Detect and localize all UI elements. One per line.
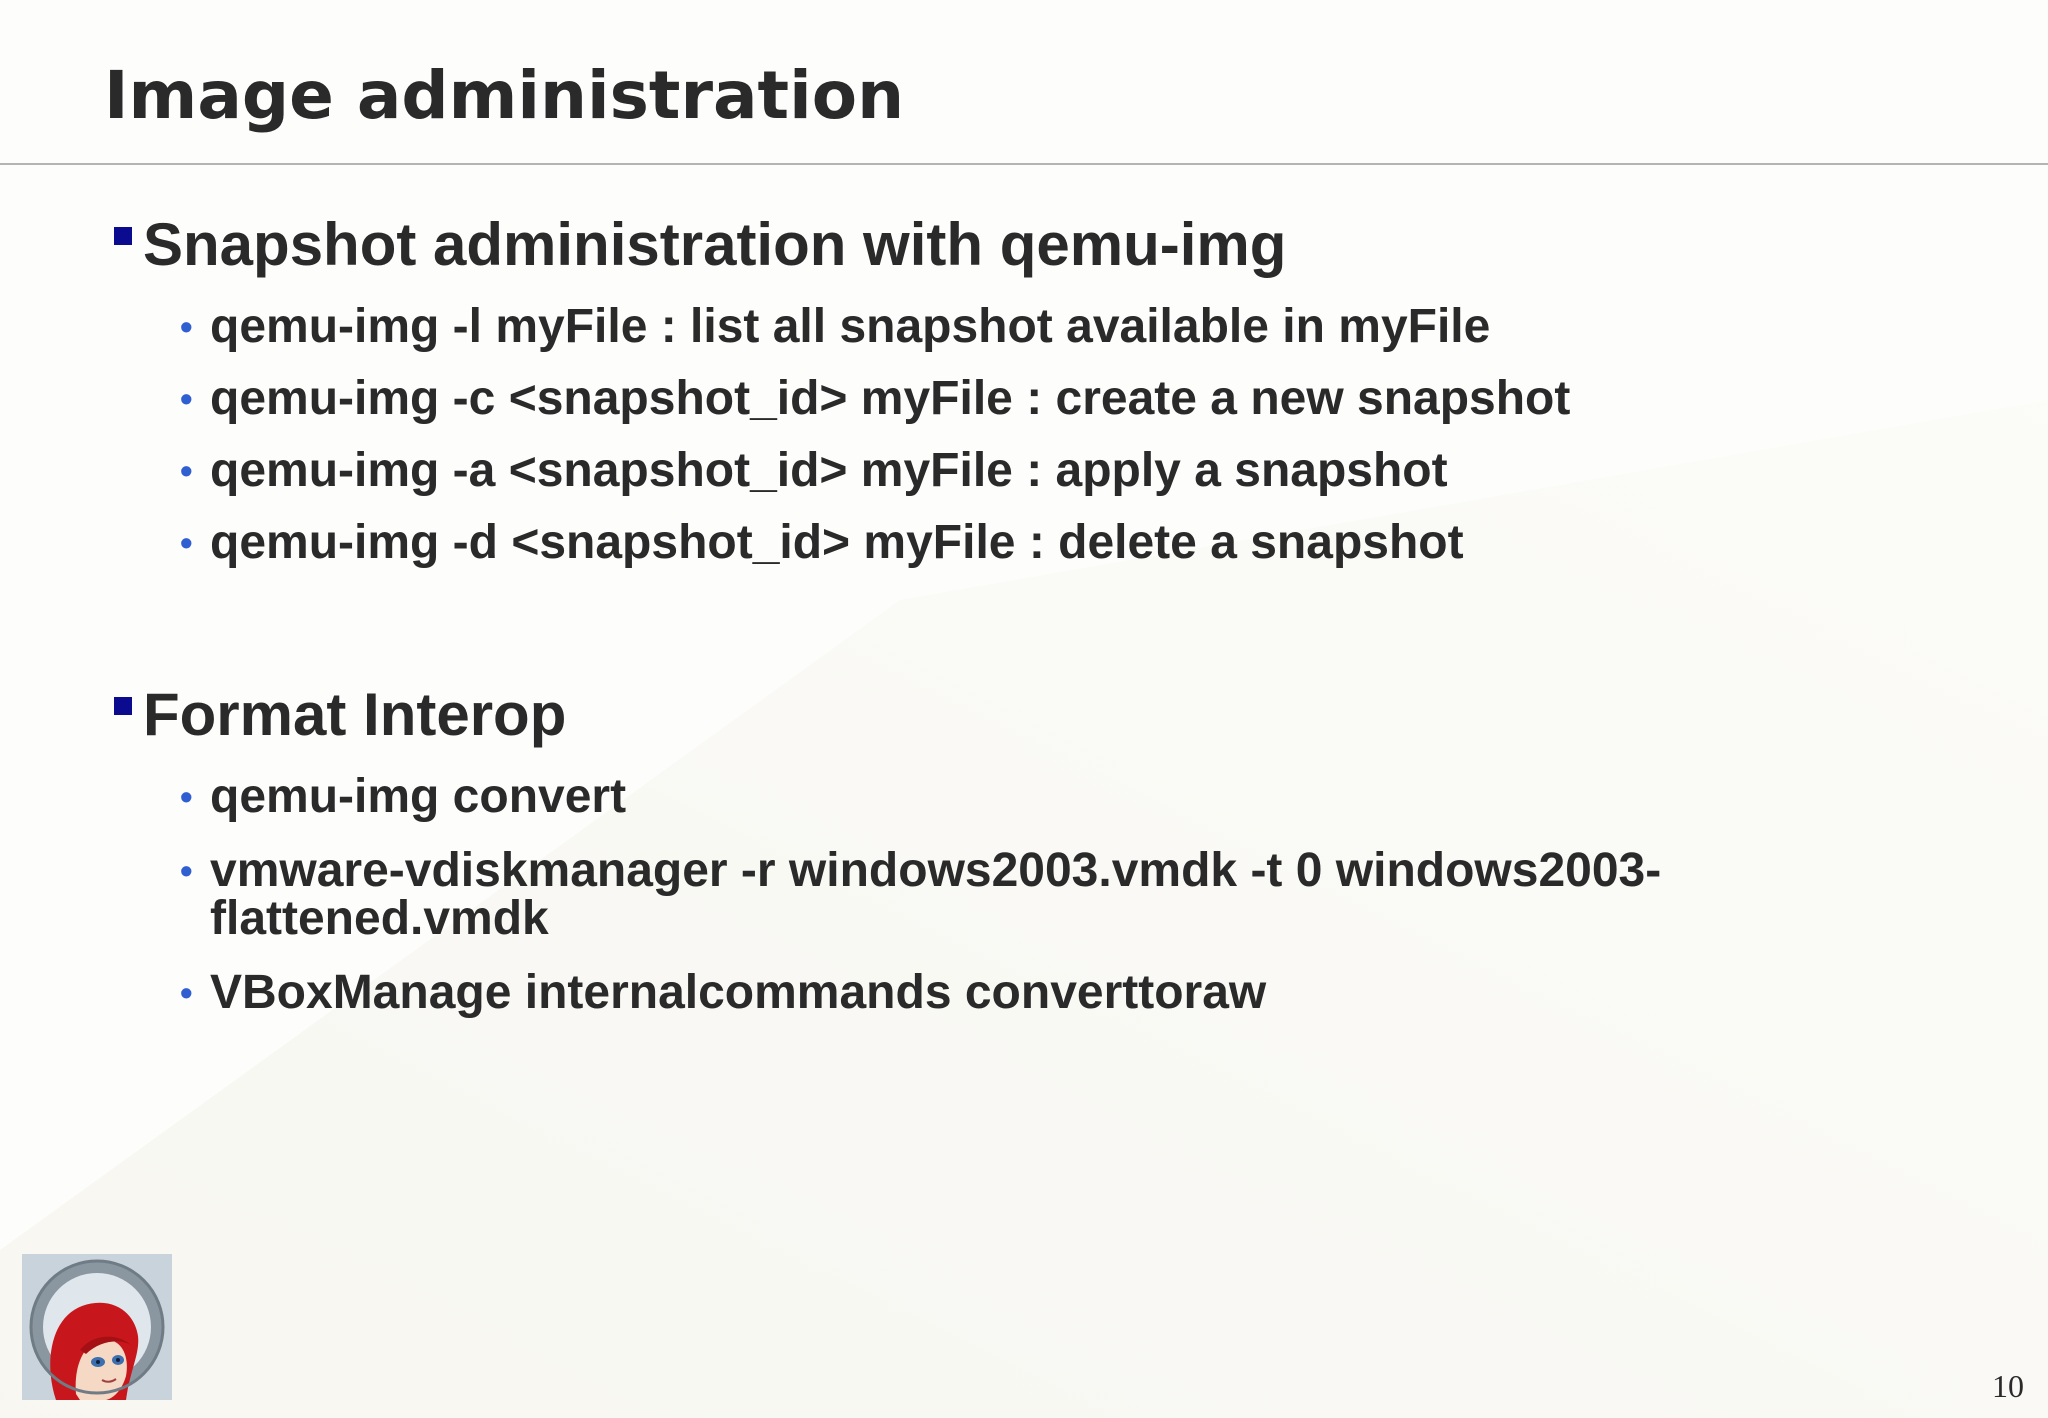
- dot-bullet-icon: •: [180, 450, 193, 491]
- list-item-text: VBoxManage internalcommands converttoraw: [210, 966, 1267, 1019]
- bullet-list: • qemu-img -l myFile : list all snapshot…: [0, 303, 2048, 567]
- list-item-text: vmware-vdiskmanager -r windows2003.vmdk …: [210, 844, 1662, 945]
- bullet-list: • qemu-img convert • vmware-vdiskmanager…: [0, 773, 2048, 1017]
- square-bullet-icon: [114, 697, 132, 715]
- page-number: 10: [1992, 1368, 2024, 1404]
- section-format-interop: Format Interop • qemu-img convert • vmwa…: [0, 675, 2048, 1017]
- list-item-text: qemu-img -c <snapshot_id> myFile : creat…: [210, 372, 1571, 425]
- square-bullet-icon: [114, 227, 132, 245]
- dot-bullet-icon: •: [180, 850, 193, 891]
- dot-bullet-icon: •: [180, 306, 193, 347]
- list-item: • qemu-img -a <snapshot_id> myFile : app…: [0, 447, 2048, 495]
- dot-bullet-icon: •: [180, 378, 193, 419]
- list-item: • VBoxManage internalcommands converttor…: [0, 969, 2048, 1017]
- list-item: • qemu-img -c <snapshot_id> myFile : cre…: [0, 375, 2048, 423]
- list-item: • qemu-img convert: [0, 773, 2048, 821]
- list-item-text: qemu-img -l myFile : list all snapshot a…: [210, 300, 1491, 353]
- slide-title: Image administration: [104, 57, 905, 134]
- list-item-text: qemu-img convert: [210, 770, 627, 823]
- list-item: • vmware-vdiskmanager -r windows2003.vmd…: [0, 847, 2048, 943]
- title-divider: [0, 163, 2048, 165]
- list-item-text: qemu-img -a <snapshot_id> myFile : apply…: [210, 444, 1448, 497]
- section-heading: Snapshot administration with qemu-img: [143, 211, 1287, 278]
- section-snapshot-administration: Snapshot administration with qemu-img • …: [0, 205, 2048, 567]
- list-item: • qemu-img -l myFile : list all snapshot…: [0, 303, 2048, 351]
- list-item-text: qemu-img -d <snapshot_id> myFile : delet…: [210, 516, 1464, 569]
- dot-bullet-icon: •: [180, 522, 193, 563]
- dot-bullet-icon: •: [180, 972, 193, 1013]
- section-heading: Format Interop: [143, 681, 567, 748]
- section-heading-row: Format Interop: [0, 675, 2048, 755]
- section-heading-row: Snapshot administration with qemu-img: [0, 205, 2048, 285]
- list-item: • qemu-img -d <snapshot_id> myFile : del…: [0, 519, 2048, 567]
- dot-bullet-icon: •: [180, 776, 193, 817]
- rmll-logo: [22, 1254, 172, 1400]
